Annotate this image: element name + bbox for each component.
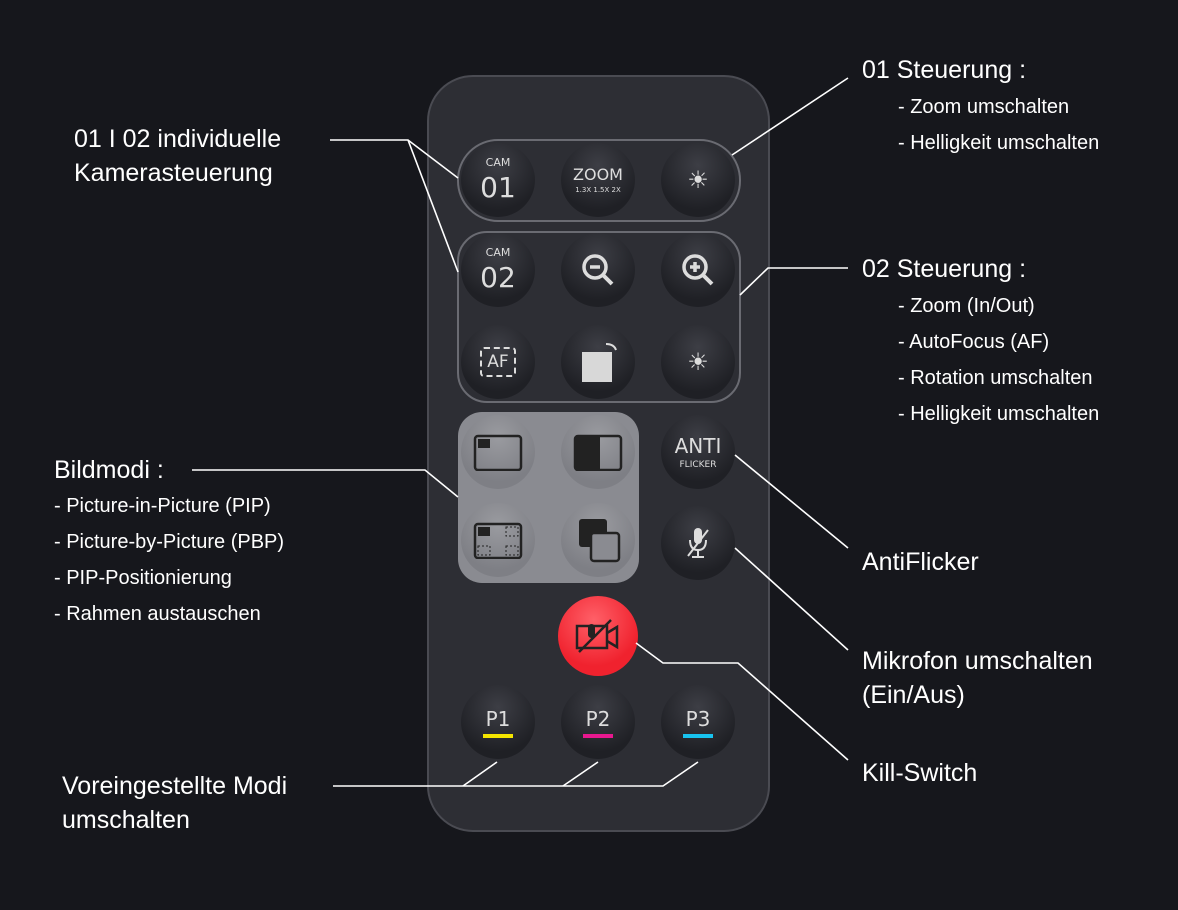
zoom-steps: 1.3X 1.5X 2X xyxy=(575,186,621,194)
steuerung01-item: - Helligkeit umschalten xyxy=(898,132,1100,154)
zoom-out-button[interactable] xyxy=(561,233,635,307)
bildmodi-item: - PIP-Positionierung xyxy=(54,567,232,589)
zoom-in-button[interactable] xyxy=(661,233,735,307)
bildmodi-item: - Rahmen austauschen xyxy=(54,603,261,625)
brightness-02-button[interactable]: ☀ xyxy=(661,325,735,399)
microphone-button[interactable] xyxy=(661,506,735,580)
camera-mic-off-icon xyxy=(575,619,619,653)
cam02-label: CAM xyxy=(485,246,511,259)
pip-position-button[interactable] xyxy=(461,503,535,577)
steuerung02-item: - Rotation umschalten xyxy=(898,367,1093,389)
p1-color-bar xyxy=(483,733,513,738)
bildmodi-title: Bildmodi : xyxy=(54,456,164,484)
microphone-label: Mikrofon umschalten(Ein/Aus) xyxy=(862,647,1093,709)
autofocus-button[interactable]: AF xyxy=(461,325,535,399)
cam01-number: 01 xyxy=(480,171,516,204)
p1-label: P1 xyxy=(485,706,511,731)
cam02-number: 02 xyxy=(480,261,516,294)
zoom-in-icon xyxy=(682,254,714,286)
steuerung02-item: - AutoFocus (AF) xyxy=(898,331,1050,353)
rotate-icon xyxy=(582,343,617,382)
p2-color-bar xyxy=(583,733,613,738)
af-label: AF xyxy=(480,347,516,377)
steuerung02-title: 02 Steuerung : xyxy=(862,255,1027,283)
cam01-label: CAM xyxy=(485,156,511,169)
preset-p3-button[interactable]: P3 xyxy=(661,685,735,759)
group-02 xyxy=(457,231,741,403)
zoom-label: ZOOM xyxy=(573,165,623,184)
swap-frames-button[interactable] xyxy=(561,503,635,577)
steuerung02-item: - Helligkeit umschalten xyxy=(898,403,1100,425)
mic-muted-icon xyxy=(687,528,709,558)
rotation-button[interactable] xyxy=(561,325,635,399)
brightness-icon: ☀ xyxy=(687,348,709,376)
pip-position-icon xyxy=(473,522,523,559)
bildmodi-item: - Picture-by-Picture (PBP) xyxy=(54,531,285,553)
preset-p2-button[interactable]: P2 xyxy=(561,685,635,759)
antiflicker-label: AntiFlicker xyxy=(862,548,979,576)
cam02-button[interactable]: CAM 02 xyxy=(461,233,535,307)
zoom-button[interactable]: ZOOM 1.3X 1.5X 2X xyxy=(561,143,635,217)
kill-switch-label: Kill-Switch xyxy=(862,759,978,787)
cam01-button[interactable]: CAM 01 xyxy=(461,143,535,217)
antiflicker-button[interactable]: ANTI FLICKER xyxy=(661,415,735,489)
flicker-label: FLICKER xyxy=(679,459,717,470)
p3-label: P3 xyxy=(685,706,711,731)
brightness-01-button[interactable]: ☀ xyxy=(661,143,735,217)
steuerung01-item: - Zoom umschalten xyxy=(898,96,1070,118)
p2-label: P2 xyxy=(585,706,611,731)
swap-icon xyxy=(579,519,621,563)
pbp-icon xyxy=(573,434,623,471)
zoom-out-icon xyxy=(582,254,614,286)
pip-button[interactable] xyxy=(461,415,535,489)
pbp-button[interactable] xyxy=(561,415,635,489)
kill-switch-button[interactable] xyxy=(558,596,638,676)
brightness-icon: ☀ xyxy=(687,166,709,194)
p3-color-bar xyxy=(683,733,713,738)
steuerung01-title: 01 Steuerung : xyxy=(862,56,1027,84)
pip-icon xyxy=(473,434,523,471)
anti-label: ANTI xyxy=(674,433,722,458)
group-01 xyxy=(457,139,741,222)
steuerung02-item: - Zoom (In/Out) xyxy=(898,295,1035,317)
bildmodi-item: - Picture-in-Picture (PIP) xyxy=(54,495,271,517)
preset-p1-button[interactable]: P1 xyxy=(461,685,535,759)
